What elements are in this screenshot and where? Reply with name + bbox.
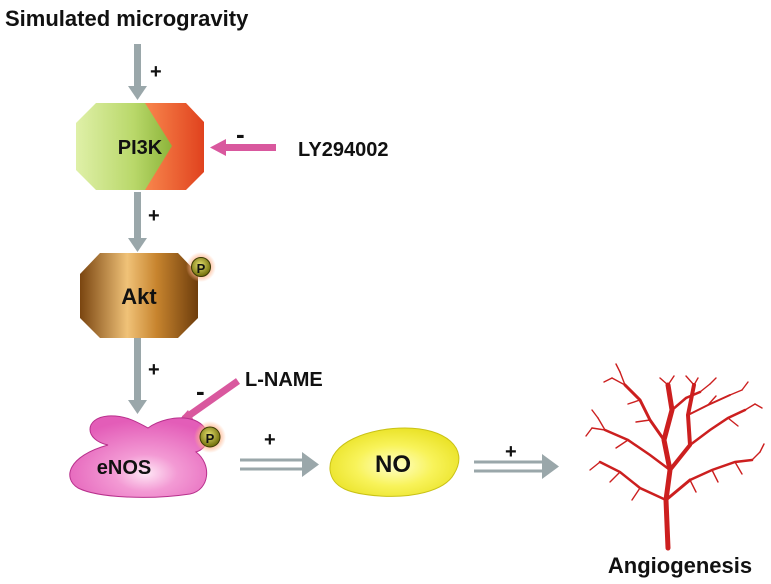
sign-akt-to-enos: + (148, 359, 160, 381)
no-label: NO (375, 451, 411, 478)
arrow-pi3k-to-akt (128, 192, 147, 252)
sign-ly-inhibit: - (236, 119, 245, 149)
arrow-micro-to-pi3k (128, 44, 147, 100)
angiogenesis-label: Angiogenesis (608, 553, 752, 578)
no-shape (329, 427, 460, 497)
akt-phospho-label: P (197, 261, 206, 276)
lname-label: L-NAME (245, 369, 323, 391)
enos-phospho-label: P (206, 431, 215, 446)
inhibition-arrow-ly294002 (210, 139, 276, 156)
arrow-akt-to-enos (128, 336, 147, 414)
sign-pi3k-to-akt: + (148, 205, 160, 227)
enos-node: eNOS (69, 415, 209, 498)
sign-no-to-angiogenesis: + (505, 441, 517, 463)
ly294002-label: LY294002 (298, 139, 388, 161)
sign-micro-to-pi3k: + (150, 61, 162, 83)
enos-label: eNOS (97, 457, 151, 479)
akt-node: Akt (80, 253, 198, 338)
title: Simulated microgravity (5, 6, 249, 31)
sign-lname-inhibit: - (196, 376, 205, 406)
akt-label: Akt (121, 284, 157, 309)
arrow-no-to-angiogenesis (474, 454, 559, 479)
akt-phospho-badge: P (186, 252, 216, 282)
pi3k-node: PI3K (76, 103, 204, 190)
arrow-enos-to-no (240, 452, 319, 477)
akt-shape (80, 253, 198, 338)
pi3k-label: PI3K (118, 137, 163, 159)
blood-vessel-tree (585, 363, 765, 551)
enos-phospho-badge: P (194, 421, 226, 453)
sign-enos-to-no: + (264, 429, 276, 451)
pi3k-green-half (76, 103, 172, 190)
no-node: NO (329, 427, 460, 497)
